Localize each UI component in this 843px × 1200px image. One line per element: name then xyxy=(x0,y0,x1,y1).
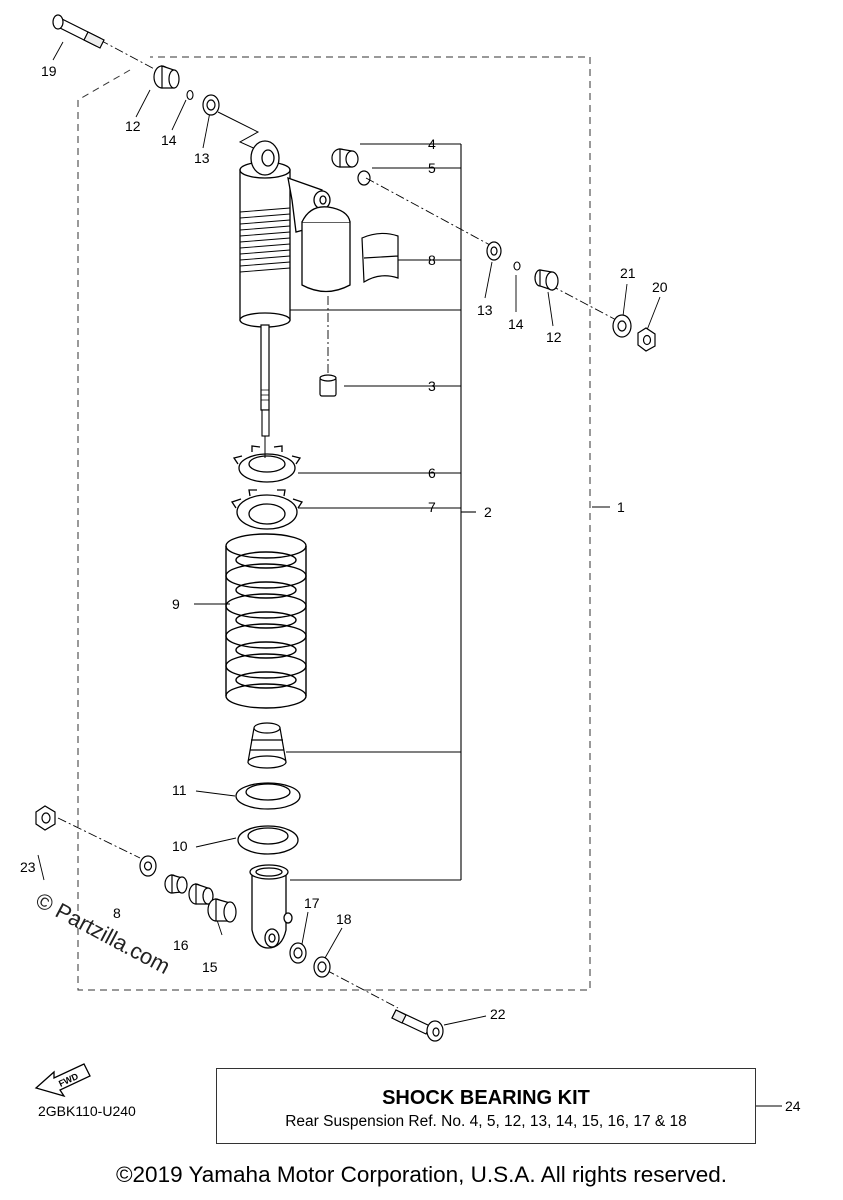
nut-23 xyxy=(35,805,56,831)
callout-3: 3 xyxy=(428,378,436,394)
figure-code: 2GBK110-U240 xyxy=(38,1103,136,1119)
oil-seal-17 xyxy=(289,942,307,964)
shock-bearing-kit-box: SHOCK BEARING KIT Rear Suspension Ref. N… xyxy=(216,1068,756,1144)
callout-12-upper: 12 xyxy=(125,118,141,134)
shock-absorber-body xyxy=(239,140,351,328)
pushrod xyxy=(261,409,270,437)
shock-shaft xyxy=(260,324,270,411)
callout-2: 2 xyxy=(484,504,492,520)
callout-13-upper: 13 xyxy=(194,150,210,166)
callout-20: 20 xyxy=(652,279,668,295)
callout-23: 23 xyxy=(20,859,36,875)
bearing-15 xyxy=(207,898,237,923)
callout-6: 6 xyxy=(428,465,436,481)
spring-seat-11 xyxy=(235,782,301,810)
lower-mounting-bolt xyxy=(391,1009,444,1042)
o-ring-upper xyxy=(186,89,194,101)
callout-14-right: 14 xyxy=(508,316,524,332)
bushing xyxy=(331,148,359,168)
valve-3 xyxy=(319,374,337,397)
callout-22: 22 xyxy=(490,1006,506,1022)
reference-bracket-2 xyxy=(286,143,476,881)
callout-10: 10 xyxy=(172,838,188,854)
callout-1: 1 xyxy=(617,499,625,515)
spring-guide-10 xyxy=(237,825,299,855)
callout-15: 15 xyxy=(202,959,218,975)
reservoir-band xyxy=(361,232,399,284)
bump-stop xyxy=(247,722,287,769)
nut-20 xyxy=(637,327,656,352)
callout-4: 4 xyxy=(428,136,436,152)
collar-lower-left xyxy=(164,874,188,894)
washer-5 xyxy=(357,170,371,186)
callout-5: 5 xyxy=(428,160,436,176)
upper-mounting-bolt xyxy=(52,14,105,49)
spring-adjuster xyxy=(230,489,304,530)
seal-path-line xyxy=(217,111,260,151)
callout-12-right: 12 xyxy=(546,329,562,345)
callout-8-upper: 8 xyxy=(428,252,436,268)
callout-19: 19 xyxy=(41,63,57,79)
callout-11: 11 xyxy=(172,782,187,798)
callout-16: 16 xyxy=(173,937,189,953)
forward-arrow-icon: FWD xyxy=(34,1063,91,1098)
callout-24: 24 xyxy=(785,1098,801,1114)
assembly-boundary xyxy=(77,56,591,991)
kit-title: SHOCK BEARING KIT xyxy=(382,1087,590,1109)
collar-16 xyxy=(188,883,214,905)
leader-lines xyxy=(37,41,661,1026)
assembly-axis-lines xyxy=(57,39,621,1009)
collar-right xyxy=(534,269,559,291)
callout-8-lower: 8 xyxy=(113,905,121,921)
washer-21 xyxy=(612,314,632,338)
spring-adjuster-locknut xyxy=(232,445,302,483)
collar-upper xyxy=(153,65,180,89)
lower-clevis xyxy=(249,864,293,949)
oil-seal-upper xyxy=(202,94,220,116)
callout-7: 7 xyxy=(428,499,436,515)
callout-9: 9 xyxy=(172,596,180,612)
kit-description: Rear Suspension Ref. No. 4, 5, 12, 13, 1… xyxy=(285,1113,687,1130)
callout-21: 21 xyxy=(620,265,636,281)
callout-17: 17 xyxy=(304,895,320,911)
washer-lower-left xyxy=(139,855,157,877)
callout-14-upper: 14 xyxy=(161,132,177,148)
o-ring-right xyxy=(513,261,521,271)
copyright-notice: ©2019 Yamaha Motor Corporation, U.S.A. A… xyxy=(115,1162,728,1187)
oil-seal-18 xyxy=(313,956,331,978)
oil-seal-right xyxy=(486,241,502,261)
watermark: © Partzilla.com xyxy=(32,887,175,979)
callout-18: 18 xyxy=(336,911,352,927)
callout-13-right: 13 xyxy=(477,302,493,318)
shock-spring xyxy=(225,533,307,709)
